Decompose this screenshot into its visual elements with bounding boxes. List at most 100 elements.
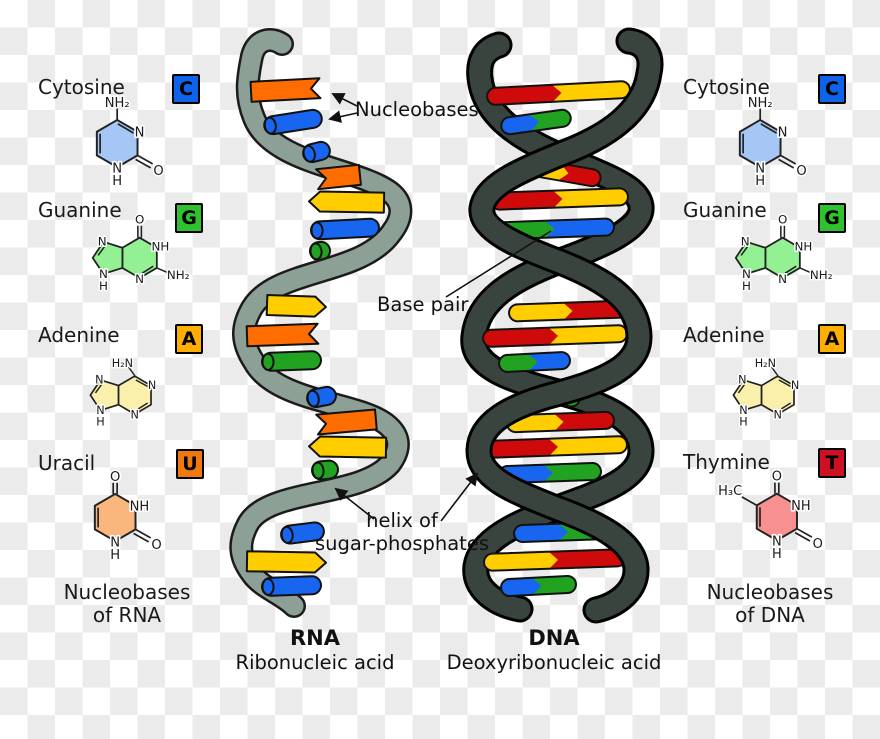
svg-text:NH₂: NH₂ xyxy=(167,268,190,282)
nucleobases-arrow-bottom xyxy=(328,110,358,123)
svg-text:H: H xyxy=(110,548,120,563)
left-footer-line2: of RNA xyxy=(92,603,162,627)
svg-text:H₃C: H₃C xyxy=(718,484,742,499)
svg-text:N: N xyxy=(778,272,787,286)
dna-pair-red-yellow xyxy=(490,187,629,211)
rna-base-yellow xyxy=(308,435,388,459)
svg-text:H: H xyxy=(112,174,122,189)
svg-text:N: N xyxy=(738,373,746,386)
rna-backbone-ribbon xyxy=(229,28,413,618)
svg-text:N: N xyxy=(135,272,144,286)
label-adenine-right: Adenine xyxy=(683,323,765,347)
dna-title: DNA xyxy=(528,626,580,650)
svg-text:N: N xyxy=(791,379,799,392)
left-footer: Nucleobases of RNA xyxy=(27,581,227,627)
dna-pair-red-yellow xyxy=(482,435,628,459)
svg-text:N: N xyxy=(95,373,103,386)
base-pair-leader-line xyxy=(445,230,552,298)
svg-text:N: N xyxy=(112,161,122,176)
dna-pair-blue-green xyxy=(498,462,602,484)
svg-text:N: N xyxy=(742,267,751,281)
badge-cytosine-right: C xyxy=(818,74,846,104)
badge-adenine-left: A xyxy=(175,324,203,354)
label-guanine-left: Guanine xyxy=(38,198,122,222)
badge-cytosine-left: C xyxy=(172,74,200,104)
helix-annotation-line1: helix of xyxy=(366,509,439,532)
label-guanine-right: Guanine xyxy=(683,198,767,222)
rna-title: RNA xyxy=(290,626,341,650)
nucleobases-annotation: Nucleobases xyxy=(355,98,479,121)
svg-text:O: O xyxy=(153,164,163,179)
dna-pair-blue-green xyxy=(500,574,577,598)
svg-text:O: O xyxy=(778,212,787,226)
rna-base-yellow xyxy=(265,293,327,318)
right-footer: Nucleobases of DNA xyxy=(670,581,870,627)
rna-bases xyxy=(245,77,388,597)
right-footer-line1: Nucleobases xyxy=(706,580,834,604)
svg-text:N: N xyxy=(96,404,104,417)
rna-base-orange xyxy=(249,77,322,103)
svg-text:N: N xyxy=(739,404,747,417)
svg-text:N: N xyxy=(110,535,120,550)
svg-text:H: H xyxy=(772,547,782,562)
rna-base-green xyxy=(309,240,331,262)
svg-text:O: O xyxy=(151,538,161,553)
dna-pair-yellow-red xyxy=(483,548,627,572)
adenine-structure-right: H₂N N N N N H xyxy=(732,356,801,430)
svg-text:NH: NH xyxy=(151,240,169,254)
svg-text:O: O xyxy=(110,470,120,485)
label-cytosine-right: Cytosine xyxy=(683,75,770,99)
svg-text:NH₂: NH₂ xyxy=(105,96,130,111)
dna-pair-red-yellow xyxy=(486,80,631,106)
base-pair-annotation: Base pair xyxy=(377,293,469,316)
rna-base-green xyxy=(261,350,322,372)
svg-text:H: H xyxy=(755,174,765,189)
rna-bases-behind xyxy=(309,240,339,481)
svg-text:NH: NH xyxy=(794,240,812,254)
svg-text:NH₂: NH₂ xyxy=(748,96,773,111)
svg-text:H: H xyxy=(96,415,104,428)
svg-text:N: N xyxy=(131,409,139,422)
svg-text:H: H xyxy=(739,415,747,428)
annotation-arrows xyxy=(328,93,552,522)
thymine-structure-right: O NH N H O H₃C xyxy=(717,468,825,563)
rna-base-blue xyxy=(280,521,325,545)
svg-text:O: O xyxy=(772,470,782,485)
rna-base-orange xyxy=(315,163,362,191)
cytosine-structure-left: NH₂ N N H O xyxy=(95,94,165,191)
helix-arrow-right xyxy=(440,472,479,522)
badge-uracil-left: U xyxy=(176,449,204,479)
guanine-structure-left: O NH NH₂ N N N H xyxy=(91,211,191,294)
svg-text:N: N xyxy=(741,234,750,248)
rna-base-blue xyxy=(261,575,322,597)
svg-text:H: H xyxy=(742,279,751,293)
svg-text:O: O xyxy=(796,164,806,179)
rna-base-yellow xyxy=(245,550,327,574)
svg-text:N: N xyxy=(772,535,782,550)
svg-text:N: N xyxy=(98,234,107,248)
adenine-structure-left: H₂N N N N N H xyxy=(89,356,158,430)
svg-text:N: N xyxy=(148,379,156,392)
rna-base-blue xyxy=(263,108,323,136)
rna-base-orange xyxy=(245,322,320,348)
uracil-structure-left: O NH N H O xyxy=(93,468,163,565)
nucleobases-arrow-top xyxy=(331,93,358,107)
badge-thymine-right: T xyxy=(818,448,846,478)
dna-pair-green-blue xyxy=(498,351,571,373)
helix-annotation-line2: sugar-phosphates xyxy=(315,532,489,555)
label-adenine-left: Adenine xyxy=(38,323,120,347)
right-footer-line2: of DNA xyxy=(735,603,805,627)
svg-text:NH₂: NH₂ xyxy=(810,268,833,282)
svg-text:N: N xyxy=(99,267,108,281)
dna-pair-blue-green xyxy=(500,108,572,136)
svg-text:H: H xyxy=(99,279,108,293)
svg-text:H₂N: H₂N xyxy=(755,357,776,370)
rna-base-blue xyxy=(306,385,337,409)
svg-text:NH: NH xyxy=(791,499,810,514)
svg-text:O: O xyxy=(813,537,823,552)
dna-backbone-strand-right xyxy=(465,27,664,624)
svg-text:N: N xyxy=(778,125,788,140)
svg-text:H₂N: H₂N xyxy=(112,357,133,370)
